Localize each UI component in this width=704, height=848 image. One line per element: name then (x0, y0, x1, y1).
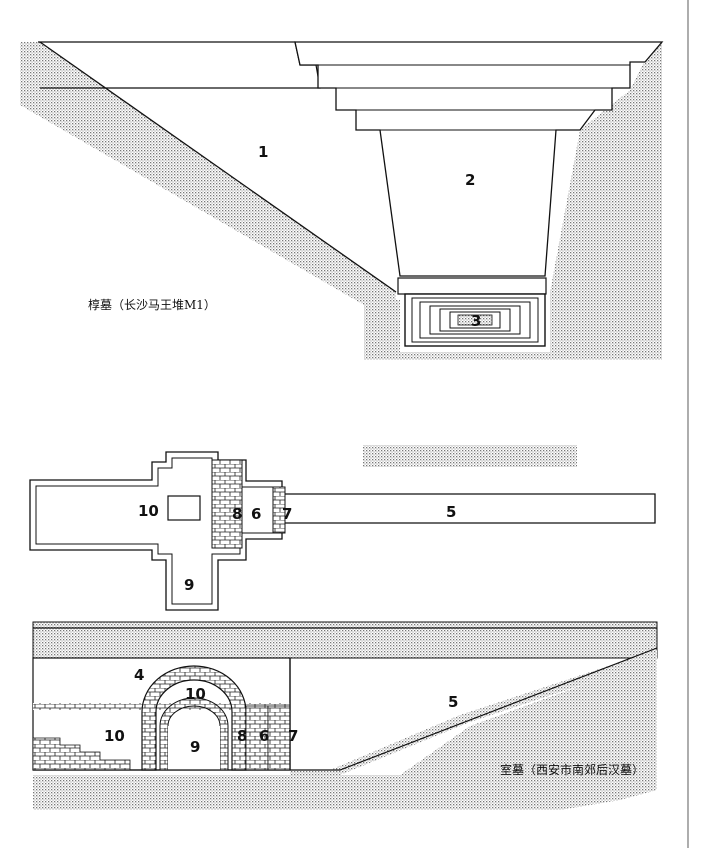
earth-right (550, 42, 662, 360)
section-label-8: 8 (237, 727, 247, 745)
section-label-5: 5 (448, 693, 458, 711)
earth-bottom (364, 300, 560, 360)
plan-label-5: 5 (446, 503, 456, 521)
earth-left (20, 42, 396, 360)
plan-label-8: 8 (232, 505, 242, 523)
plan-center-block (167, 495, 201, 521)
plan-label-7: 7 (282, 505, 292, 523)
chamber-tomb-section: 4 10 10 9 8 6 7 5 室墓（西安市南郊后汉墓） (32, 621, 658, 810)
section-label-7: 7 (288, 727, 298, 745)
coffin-chamber (397, 277, 547, 347)
plan-label-10: 10 (138, 502, 159, 520)
plan-view: 10 8 6 7 5 9 (29, 451, 656, 611)
plan-brick-wall (211, 459, 243, 549)
earth-ramp (290, 650, 657, 775)
caption-chamber-tomb: 室墓（西安市南郊后汉墓） (500, 762, 644, 777)
plan-label-6: 6 (251, 505, 261, 523)
section-label-4: 4 (134, 666, 144, 684)
fill-slope-line (39, 41, 397, 293)
scale-bar (363, 445, 577, 467)
earth-base (33, 775, 657, 810)
guo-tomb-section: 1 2 3 椁墓（长沙马王堆M1） (20, 41, 664, 360)
section-label-10-arch: 10 (185, 685, 206, 703)
brick-wall-6 (267, 705, 291, 771)
caption-guo-tomb: 椁墓（长沙马王堆M1） (88, 297, 216, 312)
label-pit: 2 (465, 171, 475, 189)
label-coffin: 3 (471, 312, 481, 330)
plan-outline-outer (29, 451, 656, 611)
stepped-pit (294, 41, 664, 277)
plan-label-9: 9 (184, 576, 194, 594)
section-label-6: 6 (259, 727, 269, 745)
label-fill: 1 (258, 143, 268, 161)
section-label-9: 9 (190, 738, 200, 756)
section-label-10-side: 10 (104, 727, 125, 745)
